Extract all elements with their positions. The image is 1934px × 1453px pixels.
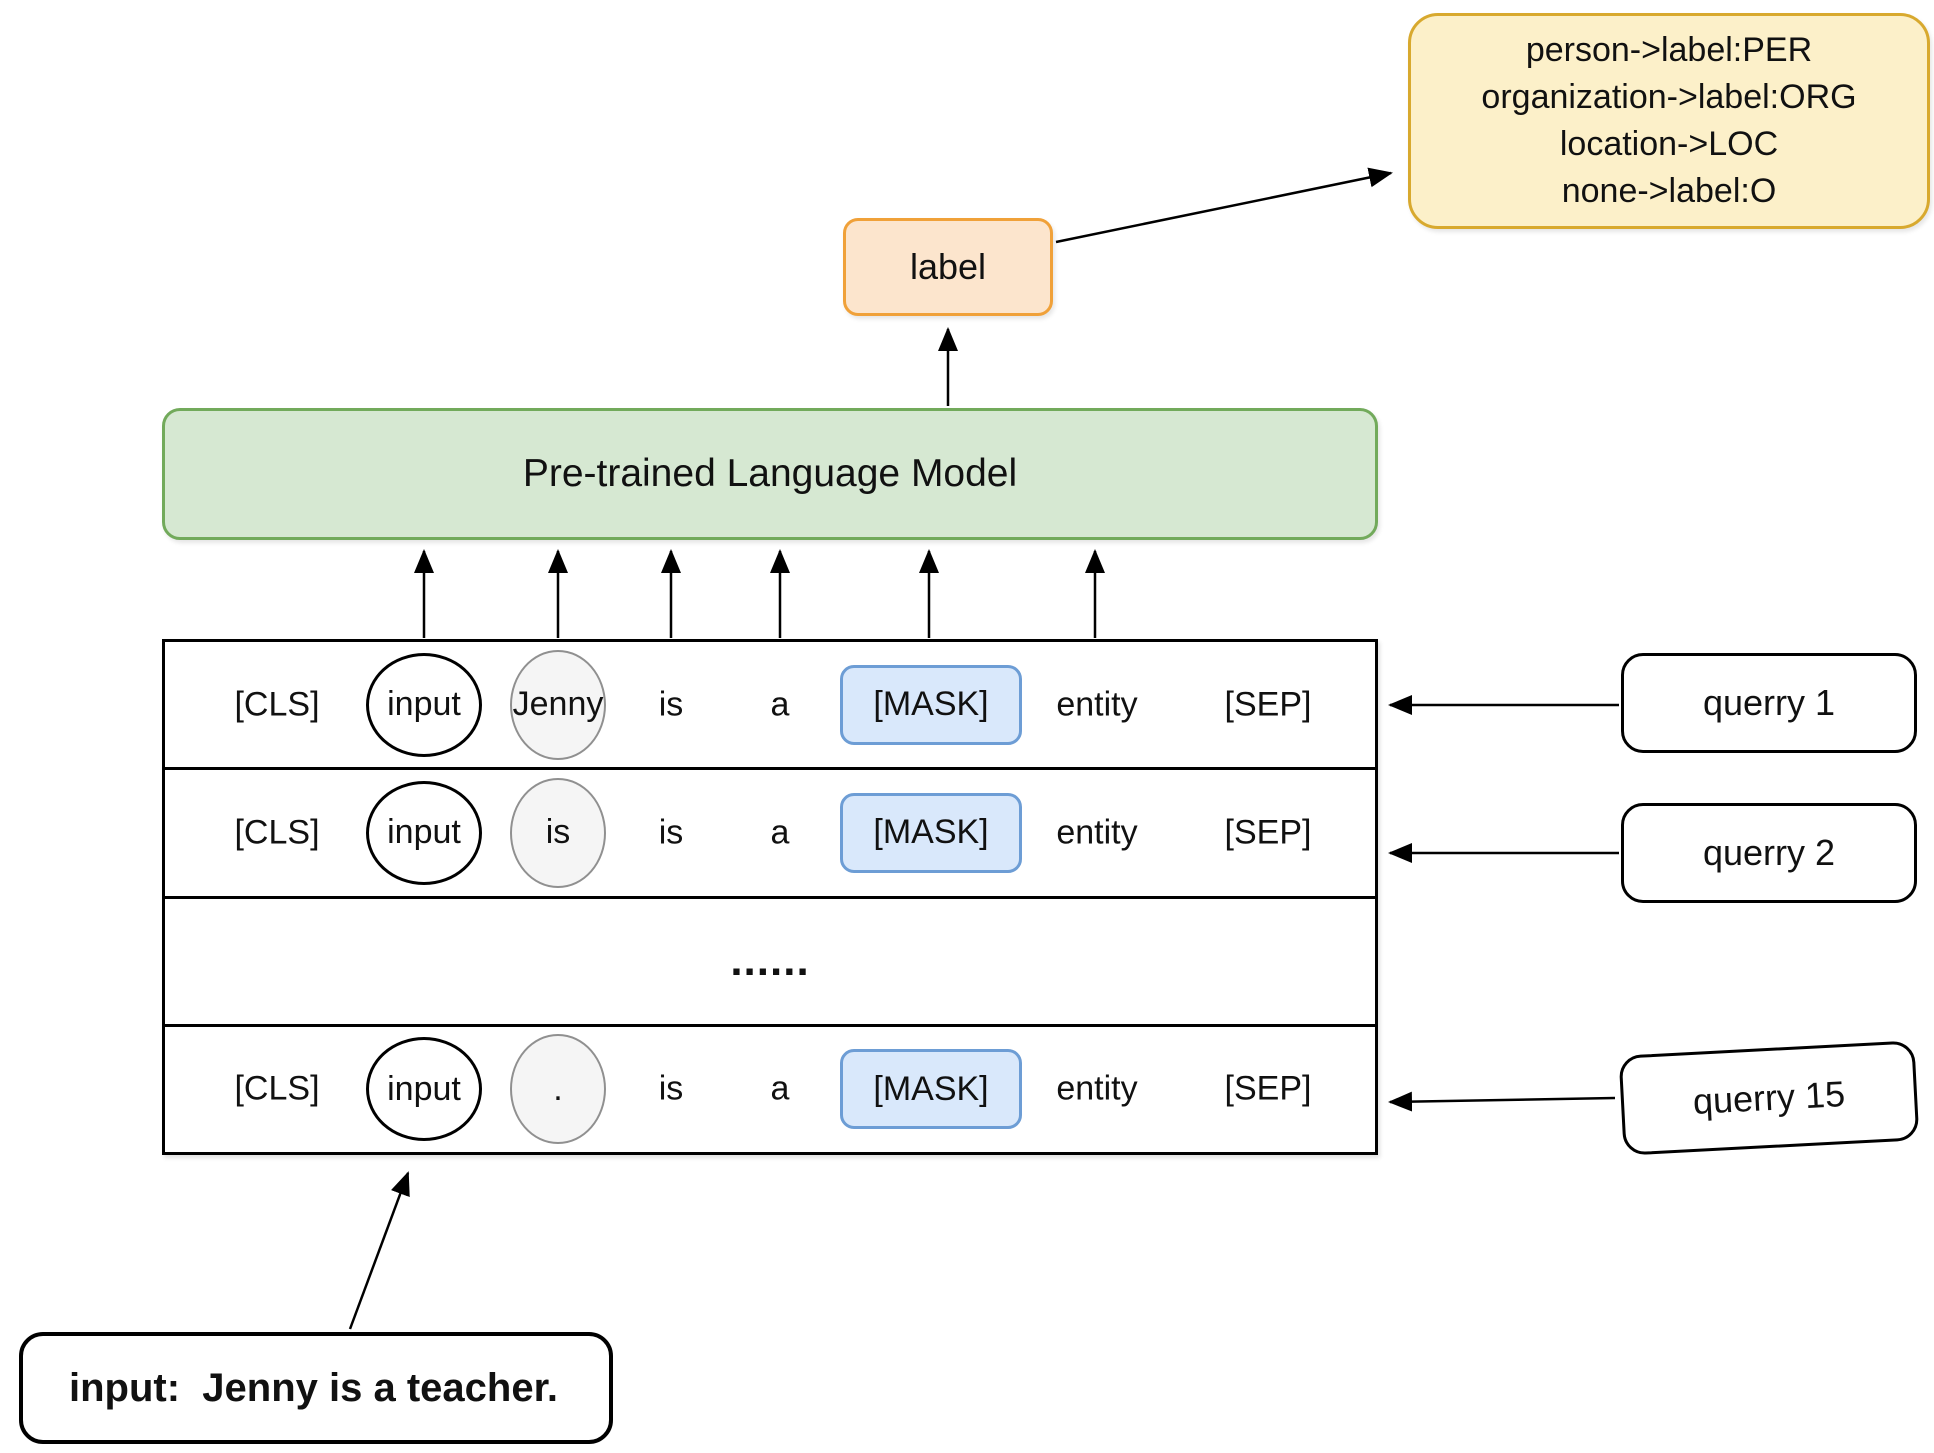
cls-token: [CLS] bbox=[234, 685, 320, 724]
sep-token: [SEP] bbox=[1224, 1069, 1312, 1108]
input-ellipse: input bbox=[366, 780, 482, 885]
mask-token-text: [MASK] bbox=[873, 1069, 989, 1108]
a-token: a bbox=[770, 685, 790, 724]
mapping-line-none: none->label:O bbox=[1561, 172, 1777, 210]
sep-token: [SEP] bbox=[1224, 813, 1312, 852]
mapping-line-location: location->LOC bbox=[1559, 125, 1779, 163]
table-row-query2: [CLS] input is is a [MASK] entity [SEP] bbox=[165, 770, 1375, 899]
ellipsis-dots: ...... bbox=[730, 936, 810, 986]
pretrained-language-model-box: Pre-trained Language Model bbox=[162, 408, 1378, 540]
prompt-table: [CLS] input Jenny is a [MASK] entity [SE… bbox=[162, 639, 1378, 1155]
candidate-token-ellipse: is bbox=[510, 777, 606, 888]
mapping-line-organization: organization->label:ORG bbox=[1481, 78, 1857, 116]
model-box-text: Pre-trained Language Model bbox=[522, 452, 1018, 495]
entity-token: entity bbox=[1056, 813, 1138, 852]
input-sentence-text: input: Jenny is a teacher. bbox=[69, 1365, 559, 1410]
candidate-token-text: . bbox=[553, 1069, 563, 1108]
query-box-2-label: querry 2 bbox=[1702, 832, 1836, 873]
is-token: is bbox=[658, 685, 684, 724]
query-box-15-label: querry 15 bbox=[1691, 1073, 1846, 1122]
is-token: is bbox=[658, 1069, 684, 1108]
mask-token-chip: [MASK] bbox=[840, 1049, 1022, 1130]
table-row-query1: [CLS] input Jenny is a [MASK] entity [SE… bbox=[165, 642, 1375, 771]
mask-token-chip: [MASK] bbox=[840, 664, 1022, 745]
candidate-token-text: Jenny bbox=[512, 685, 604, 724]
label-box-text: label bbox=[909, 246, 987, 287]
query-box-1: querry 1 bbox=[1621, 653, 1917, 753]
input-ellipse-text: input bbox=[387, 1069, 461, 1108]
arrow-query15 bbox=[1388, 1091, 1616, 1112]
sep-token: [SEP] bbox=[1224, 685, 1312, 724]
input-ellipse: input bbox=[366, 1037, 482, 1142]
query-box-1-label: querry 1 bbox=[1702, 682, 1836, 723]
candidate-token-ellipse: . bbox=[510, 1034, 606, 1145]
mask-token-text: [MASK] bbox=[873, 813, 989, 852]
is-token: is bbox=[658, 813, 684, 852]
input-ellipse-text: input bbox=[387, 685, 461, 724]
label-box: label bbox=[843, 218, 1053, 316]
a-token: a bbox=[770, 813, 790, 852]
mask-token-text: [MASK] bbox=[873, 685, 989, 724]
cls-token: [CLS] bbox=[234, 813, 320, 852]
mapping-line-person: person->label:PER bbox=[1525, 31, 1813, 69]
entity-token: entity bbox=[1056, 1069, 1138, 1108]
arrow-label-to-mapping bbox=[1055, 167, 1393, 244]
arrow-input-sentence bbox=[348, 1171, 410, 1330]
mask-token-chip: [MASK] bbox=[840, 792, 1022, 873]
table-row-query15: [CLS] input . is a [MASK] entity [SEP] bbox=[165, 1027, 1375, 1152]
table-row-ellipsis: ...... bbox=[165, 899, 1375, 1027]
input-sentence-box: input: Jenny is a teacher. bbox=[19, 1332, 613, 1444]
candidate-token-ellipse: Jenny bbox=[510, 649, 606, 760]
input-ellipse-text: input bbox=[387, 813, 461, 852]
query-box-15: querry 15 bbox=[1618, 1040, 1920, 1156]
label-mapping-box: person->label:PER organization->label:OR… bbox=[1408, 13, 1930, 229]
candidate-token-text: is bbox=[545, 813, 571, 852]
query-box-2: querry 2 bbox=[1621, 803, 1917, 903]
cls-token: [CLS] bbox=[234, 1069, 320, 1108]
entity-token: entity bbox=[1056, 685, 1138, 724]
input-ellipse: input bbox=[366, 652, 482, 757]
a-token: a bbox=[770, 1069, 790, 1108]
